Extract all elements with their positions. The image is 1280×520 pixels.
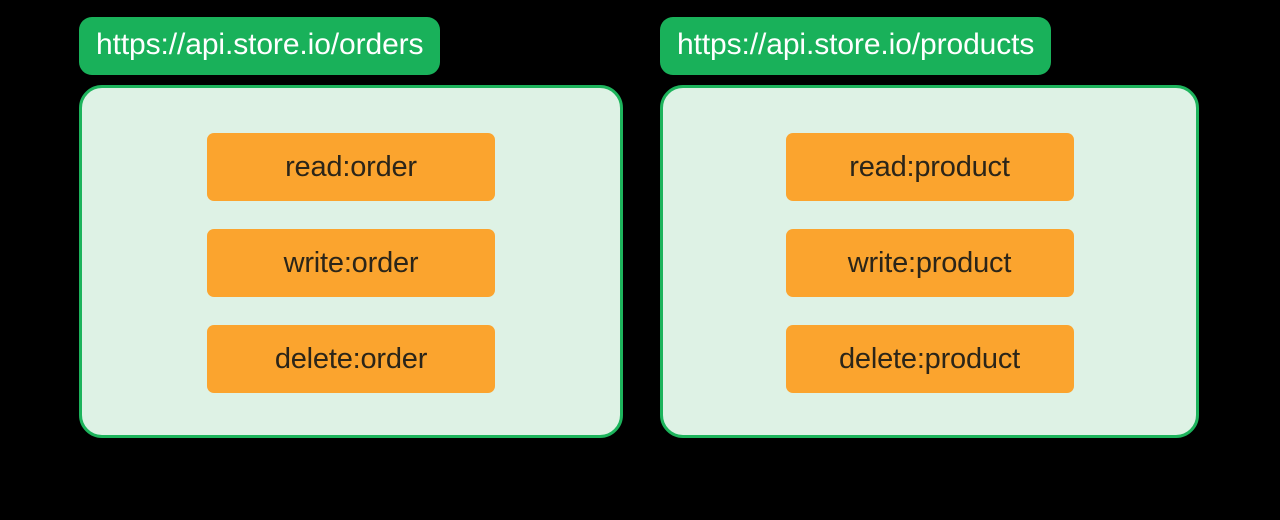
scope-chip-write-product[interactable]: write:product [785, 229, 1074, 297]
resource-group-products: https://api.store.io/products read:produ… [660, 17, 1199, 438]
scope-panel-products: read:product write:product delete:produc… [660, 85, 1199, 438]
scope-chip-delete-product[interactable]: delete:product [785, 325, 1074, 393]
scope-chip-read-order[interactable]: read:order [207, 133, 495, 201]
resource-group-orders: https://api.store.io/orders read:order w… [79, 17, 623, 438]
endpoint-label-orders[interactable]: https://api.store.io/orders [79, 17, 441, 75]
endpoint-label-products[interactable]: https://api.store.io/products [660, 17, 1052, 75]
scope-chip-write-order[interactable]: write:order [207, 229, 495, 297]
scope-chip-delete-order[interactable]: delete:order [207, 325, 495, 393]
scope-chip-read-product[interactable]: read:product [785, 133, 1074, 201]
scope-panel-orders: read:order write:order delete:order [79, 85, 623, 438]
